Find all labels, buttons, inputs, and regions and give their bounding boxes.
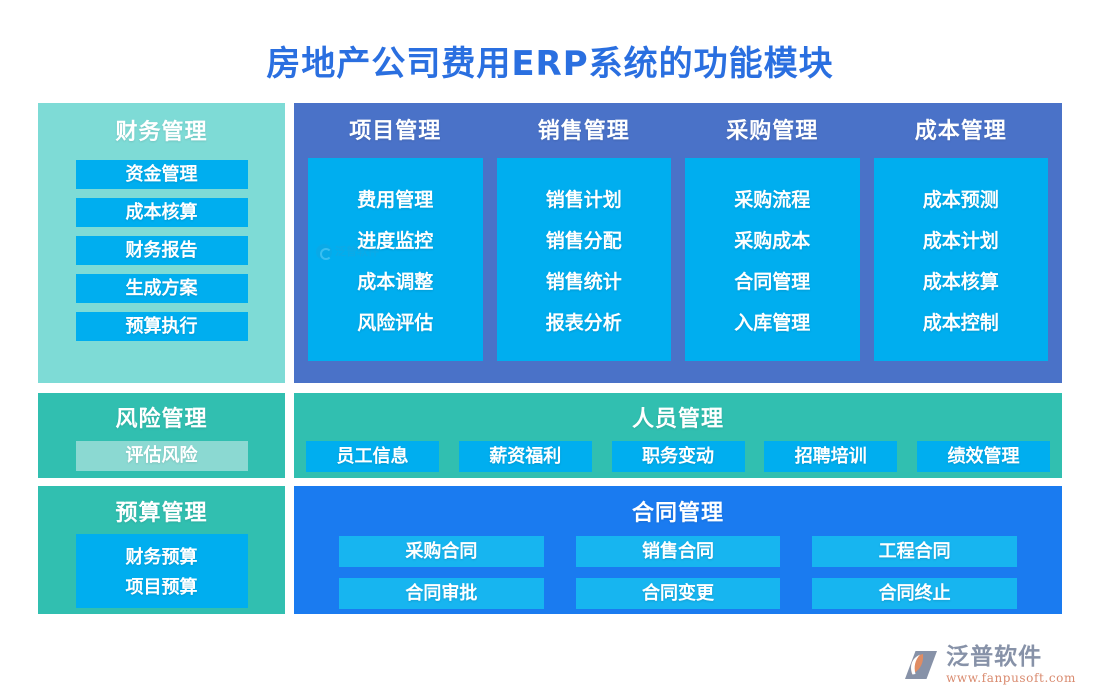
module-item[interactable]: 销售统计	[545, 270, 622, 293]
module-item[interactable]: 报表分析	[545, 311, 622, 334]
module-item[interactable]: 合同管理	[734, 270, 811, 293]
module-item[interactable]: 成本预测	[922, 188, 999, 211]
panel-personnel-title: 人员管理	[631, 407, 724, 432]
personnel-item[interactable]: 职务变动	[611, 441, 745, 472]
footer-logo: 泛普软件 www.fanpusoft.com	[903, 646, 1076, 684]
watermark-brand: 泛普软件	[335, 245, 379, 259]
finance-item[interactable]: 财务报告	[75, 236, 248, 265]
panel-budget-title: 预算管理	[115, 501, 208, 526]
module-column-title: 成本管理	[914, 119, 1007, 144]
module-columns: 项目管理 泛普软件 费用管理 进度监控 成本调整 风险评估 销售管理 销售计划 …	[294, 103, 1062, 383]
finance-item[interactable]: 成本核算	[75, 198, 248, 227]
finance-item[interactable]: 预算执行	[75, 312, 248, 341]
page-title: 房地产公司费用ERP系统的功能模块	[266, 44, 834, 84]
module-item[interactable]: 成本控制	[922, 311, 999, 334]
module-item[interactable]: 采购流程	[734, 188, 811, 211]
personnel-item[interactable]: 招聘培训	[764, 441, 898, 472]
panel-contract: 合同管理 采购合同 销售合同 工程合同 合同审批 合同变更 合同终止	[294, 486, 1062, 614]
finance-item[interactable]: 生成方案	[75, 274, 248, 303]
finance-item[interactable]: 资金管理	[75, 160, 248, 189]
brand-text: 泛普软件 www.fanpusoft.com	[946, 644, 1076, 685]
panel-risk: 风险管理 评估风险	[38, 393, 285, 478]
watermark-mark-icon	[316, 244, 332, 260]
brand-mark-icon	[903, 650, 939, 680]
finance-item-list: 资金管理 成本核算 财务报告 生成方案 预算执行	[38, 160, 285, 341]
panel-risk-title: 风险管理	[115, 407, 208, 432]
contract-item[interactable]: 合同审批	[339, 578, 544, 609]
contract-item[interactable]: 工程合同	[812, 536, 1017, 567]
contract-item[interactable]: 合同变更	[575, 578, 781, 609]
budget-item-group[interactable]: 财务预算 项目预算	[75, 534, 248, 608]
module-item-box: 泛普软件 费用管理 进度监控 成本调整 风险评估	[308, 158, 483, 361]
contract-item-grid: 采购合同 销售合同 工程合同 合同审批 合同变更 合同终止	[294, 527, 1062, 609]
personnel-item[interactable]: 员工信息	[306, 441, 439, 472]
brand-name: 泛普软件	[946, 644, 1043, 670]
module-column-title: 销售管理	[537, 119, 630, 144]
panel-finance-title: 财务管理	[115, 120, 208, 145]
brand-url: www.fanpusoft.com	[946, 671, 1076, 685]
contract-item[interactable]: 采购合同	[339, 536, 544, 567]
module-item[interactable]: 成本计划	[922, 229, 999, 252]
module-column-purchase: 采购管理 采购流程 采购成本 合同管理 入库管理	[678, 103, 867, 383]
module-item[interactable]: 销售计划	[545, 188, 622, 211]
risk-item[interactable]: 评估风险	[75, 441, 248, 471]
module-item-box: 销售计划 销售分配 销售统计 报表分析	[496, 158, 671, 361]
module-column-sales: 销售管理 销售计划 销售分配 销售统计 报表分析	[490, 103, 679, 383]
panel-personnel: 人员管理 员工信息 薪资福利 职务变动 招聘培训 绩效管理	[294, 393, 1062, 478]
module-item-box: 采购流程 采购成本 合同管理 入库管理	[685, 158, 860, 361]
module-column-title: 采购管理	[726, 119, 819, 144]
module-column-title: 项目管理	[349, 119, 442, 144]
contract-item[interactable]: 合同终止	[812, 578, 1017, 609]
module-item[interactable]: 成本核算	[922, 270, 999, 293]
module-item-box: 成本预测 成本计划 成本核算 成本控制	[873, 158, 1048, 361]
panel-modules: 项目管理 泛普软件 费用管理 进度监控 成本调整 风险评估 销售管理 销售计划 …	[294, 103, 1062, 383]
panel-contract-title: 合同管理	[631, 501, 724, 526]
panel-budget: 预算管理 财务预算 项目预算	[38, 486, 285, 614]
module-item[interactable]: 费用管理	[357, 188, 434, 211]
module-item[interactable]: 成本调整	[357, 270, 434, 293]
module-item[interactable]: 入库管理	[734, 311, 811, 334]
module-item[interactable]: 销售分配	[545, 229, 622, 252]
personnel-item[interactable]: 绩效管理	[917, 441, 1050, 472]
panel-finance: 财务管理 资金管理 成本核算 财务报告 生成方案 预算执行	[38, 103, 285, 383]
module-item[interactable]: 进度监控	[357, 229, 434, 252]
watermark-logo: 泛普软件	[316, 244, 379, 260]
module-item[interactable]: 采购成本	[734, 229, 811, 252]
module-column-project: 项目管理 泛普软件 费用管理 进度监控 成本调整 风险评估	[301, 103, 490, 383]
budget-item: 财务预算	[125, 547, 198, 568]
personnel-item[interactable]: 薪资福利	[458, 441, 592, 472]
personnel-item-list: 员工信息 薪资福利 职务变动 招聘培训 绩效管理	[294, 433, 1062, 472]
module-item[interactable]: 风险评估	[357, 311, 434, 334]
module-column-cost: 成本管理 成本预测 成本计划 成本核算 成本控制	[867, 103, 1056, 383]
contract-item[interactable]: 销售合同	[575, 536, 781, 567]
budget-item: 项目预算	[125, 577, 198, 598]
